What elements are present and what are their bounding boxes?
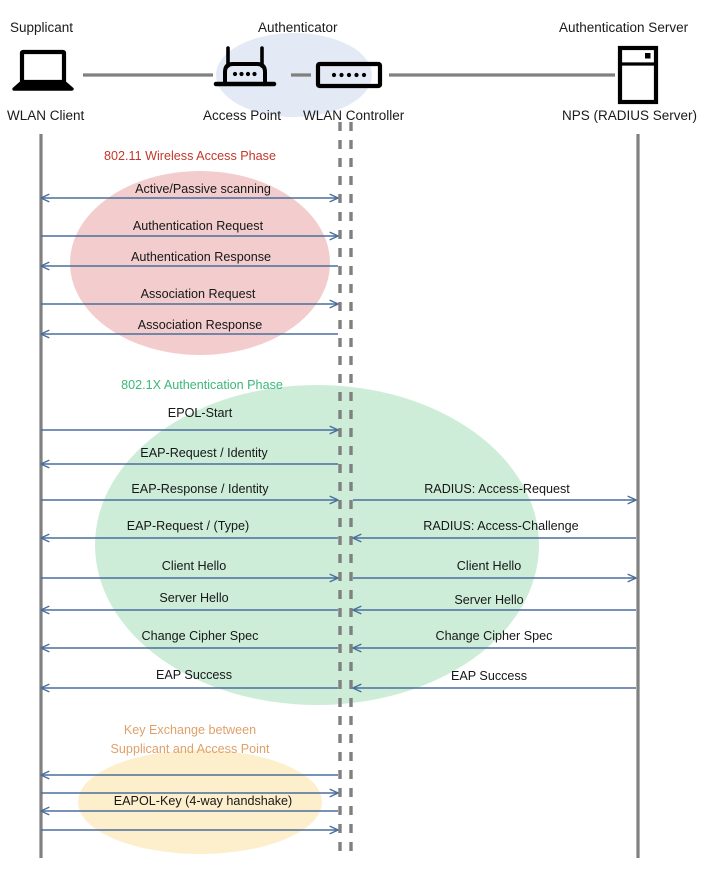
phase-ellipse-8021x: [95, 385, 539, 705]
message-label-authentication-response: Authentication Response: [130, 250, 272, 264]
message-label-eapol-key: EAPOL-Key (4-way handshake): [113, 794, 293, 808]
message-label-authentication-request: Authentication Request: [132, 219, 264, 233]
actor-role-supplicant: Supplicant: [10, 20, 74, 35]
actor-role-auth-server: Authentication Server: [559, 20, 689, 35]
message-label-client-hello-right: Client Hello: [456, 559, 522, 573]
phase-ellipse-80211: [70, 171, 330, 355]
laptop-icon: [12, 49, 74, 91]
message-label-association-response: Association Response: [137, 318, 263, 332]
wlan-controller-icon: [315, 61, 383, 89]
message-label-change-cipher-spec: Change Cipher Spec: [141, 629, 259, 643]
message-label-eap-request-identity: EAP-Request / Identity: [140, 446, 268, 460]
message-label-eap-success: EAP Success: [155, 668, 233, 682]
server-icon: [617, 45, 659, 105]
phase-label-80211: 802.11 Wireless Access Phase: [104, 149, 276, 163]
message-label-association-request: Association Request: [140, 287, 256, 301]
message-arrows-phase-80211: [41, 198, 338, 334]
message-label-server-hello-right: Server Hello: [454, 593, 524, 607]
access-point-icon: [213, 46, 277, 87]
actor-name-wlan-controller: WLAN Controller: [303, 108, 405, 123]
message-label-eap-success-right: EAP Success: [450, 669, 528, 683]
message-label-epol-start: EPOL-Start: [167, 406, 233, 420]
actor-role-authenticator: Authenticator: [258, 20, 338, 35]
actor-name-wlan-client: WLAN Client: [7, 108, 85, 123]
message-label-server-hello: Server Hello: [159, 591, 229, 605]
message-label-eap-request-type: EAP-Request / (Type): [126, 519, 250, 533]
message-label-eap-response-identity: EAP-Response / Identity: [131, 482, 269, 496]
message-arrows-phase-8021x: [41, 430, 636, 688]
actor-name-access-point: Access Point: [203, 108, 282, 123]
phase-label-key-exchange-line1: Key Exchange between: [123, 723, 257, 737]
actor-name-nps-radius: NPS (RADIUS Server): [562, 108, 698, 123]
message-arrows-phase-key-exchange: [41, 775, 338, 830]
phase-label-8021x: 802.1X Authentication Phase: [121, 378, 283, 392]
phase-ellipse-key: [78, 750, 322, 854]
message-label-change-cipher-spec-right: Change Cipher Spec: [435, 629, 553, 643]
message-label-radius-access-challenge: RADIUS: Access-Challenge: [423, 519, 579, 533]
message-label-client-hello: Client Hello: [161, 559, 227, 573]
message-label-active-passive-scanning: Active/Passive scanning: [135, 182, 271, 196]
message-label-radius-access-request: RADIUS: Access-Request: [424, 482, 570, 496]
phase-label-key-exchange-line2: Supplicant and Access Point: [110, 742, 270, 756]
